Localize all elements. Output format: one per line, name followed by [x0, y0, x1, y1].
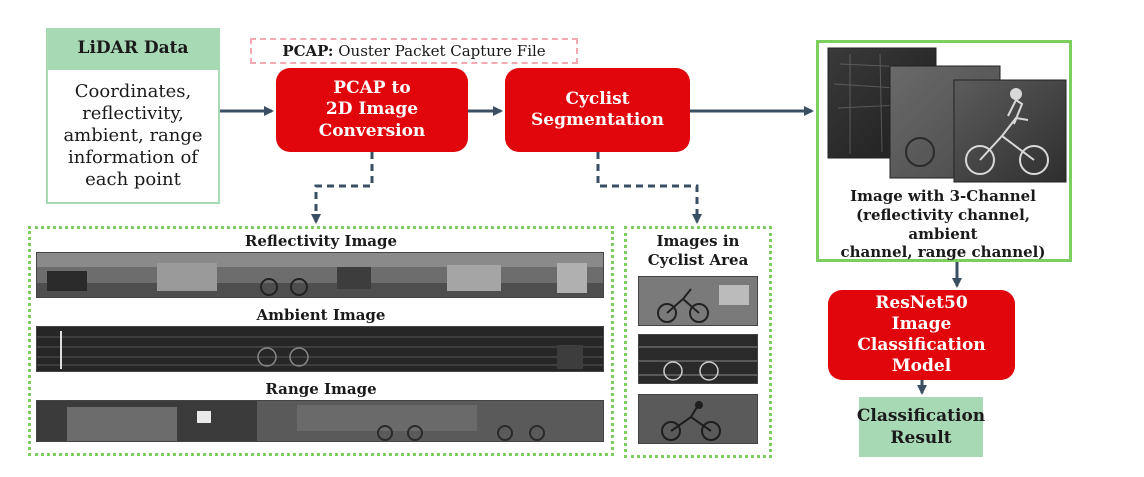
dashed-arrow-pcap-to-images: [311, 152, 374, 224]
resnet-box-line: ResNet50: [875, 292, 968, 313]
cyclist-segmentation-box: Cyclist Segmentation: [505, 68, 690, 152]
channel-caption-line: Image with 3-Channel: [850, 187, 1036, 205]
reflectivity-image-strip: [36, 252, 604, 298]
lidar-line: each point: [85, 168, 181, 190]
cyclist-box-line: Segmentation: [530, 110, 665, 130]
resnet-box-line: Model: [891, 356, 952, 377]
reflectivity-image-title: Reflectivity Image: [244, 232, 398, 250]
lidar-line: reflectivity,: [82, 103, 184, 125]
cyclist-reflectivity-thumb: [638, 276, 758, 326]
channel-caption-line: (reflectivity channel, ambient: [855, 205, 1031, 243]
cyclist-ambient-thumb: [638, 334, 758, 384]
pcap-box-line: Conversion: [318, 120, 426, 141]
dashed-arrow-cyclist-to-area: [596, 152, 702, 224]
lidar-line: ambient, range: [63, 125, 203, 147]
three-channel-caption: Image with 3-Channel (reflectivity chann…: [823, 187, 1063, 262]
cyclist-box-line: Cyclist: [565, 88, 630, 109]
lidar-data-body: Coordinates, reflectivity, ambient, rang…: [46, 68, 220, 204]
cyclist-area-title-line: Images in: [656, 232, 740, 250]
range-image-strip: [36, 400, 604, 442]
classification-result-box: Classification Result: [856, 397, 986, 457]
pcap-box-line: PCAP to: [333, 78, 411, 99]
ambient-image-strip: [36, 326, 604, 372]
three-channel-image-stack: [827, 47, 1067, 183]
channel-caption-line: channel, range channel): [840, 243, 1046, 262]
cyclist-area-title-line: Cyclist Area: [647, 250, 749, 269]
image-types-panel: [28, 226, 614, 456]
pcap-conversion-box: PCAP to 2D Image Conversion: [276, 68, 468, 152]
cyclist-area-panel: [624, 226, 772, 458]
cyclist-range-thumb: [638, 394, 758, 444]
pcap-note: PCAP: Ouster Packet Capture File: [250, 38, 578, 64]
range-image-title: Range Image: [265, 380, 377, 398]
ambient-image-title: Ambient Image: [256, 306, 386, 324]
pcap-box-line: 2D Image: [325, 99, 419, 120]
result-box-line: Result: [890, 428, 952, 448]
pcap-note-label: PCAP:: [282, 42, 334, 60]
resnet50-model-box: ResNet50 Image Classification Model: [828, 290, 1015, 380]
lidar-line: information of: [68, 146, 198, 168]
lidar-line: Coordinates,: [74, 81, 192, 103]
result-box-line: Classification: [856, 405, 986, 426]
cyclist-area-title: Images in Cyclist Area: [628, 232, 768, 270]
pcap-note-text: Ouster Packet Capture File: [333, 42, 546, 60]
lidar-data-title: LiDAR Data: [77, 38, 189, 58]
lidar-data-header: LiDAR Data: [46, 28, 220, 68]
resnet-box-line: Image Classification: [857, 313, 986, 355]
